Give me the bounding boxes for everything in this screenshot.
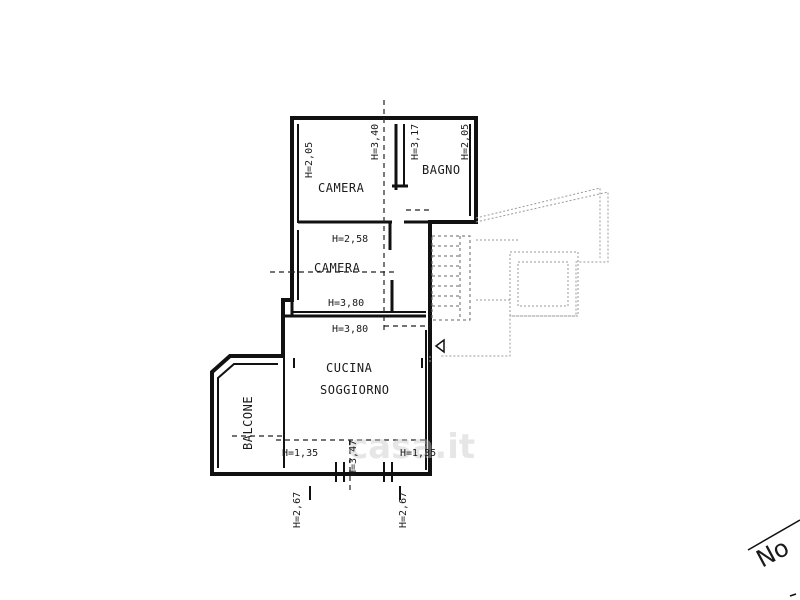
height-label: H=1,35 xyxy=(282,448,318,459)
height-label: H=3,80 xyxy=(332,324,368,335)
watermark: casa.it xyxy=(348,427,475,467)
interior-walls xyxy=(284,124,470,318)
room-label-camera-mid: CAMERA xyxy=(314,261,361,275)
height-label: H=1,35 xyxy=(400,448,436,459)
height-label: H=2,67 xyxy=(398,492,409,528)
height-label: H=2,67 xyxy=(292,492,303,528)
north-label: No xyxy=(752,533,794,573)
adjacent-outline xyxy=(429,187,609,362)
staircase xyxy=(431,235,471,321)
height-label: H=2,05 xyxy=(304,142,315,178)
room-label-cucina: CUCINA xyxy=(326,361,373,375)
balcony-rail xyxy=(217,363,278,468)
height-label: H=3,80 xyxy=(328,298,364,309)
height-label: H=2,58 xyxy=(332,234,368,245)
height-label: H=3,40 xyxy=(370,124,381,160)
openings xyxy=(293,358,423,500)
room-label-bagno: BAGNO xyxy=(422,163,461,177)
room-label-camera-top: CAMERA xyxy=(318,181,365,195)
room-label-balcone: BALCONE xyxy=(241,396,255,450)
height-label: H=3,17 xyxy=(410,124,421,160)
room-label-soggiorno: SOGGIORNO xyxy=(320,383,390,397)
north-indicator: No xyxy=(747,519,800,597)
height-label: H=2,05 xyxy=(460,124,471,160)
entrance-arrow xyxy=(434,338,445,354)
height-label: H=3,47 xyxy=(348,440,359,476)
dashed-lines xyxy=(232,100,432,490)
